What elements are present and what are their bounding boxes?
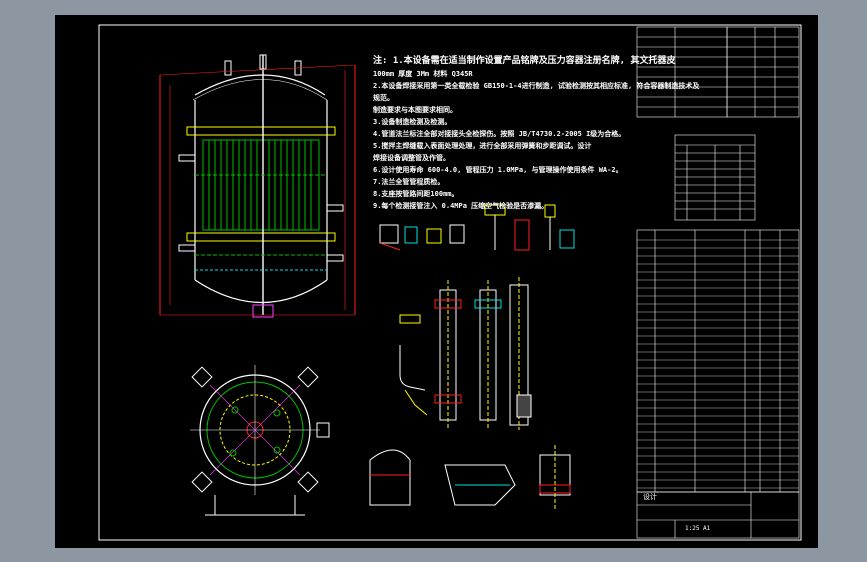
note-line: 8.支座按管路间距100mm。 [373,190,459,198]
sheet-border [98,24,802,541]
note-line: 制造要求与本图要求相同。 [373,106,457,114]
notes-title: 注: 1.本设备需在适当制作设置产品铭牌及压力容器注册名牌, 其文托器皮 [373,56,676,66]
drawing-canvas [98,24,802,541]
note-line: 100mm 厚度 3Mm 材料 Q345R [373,70,473,78]
note-line: 规范。 [373,94,394,102]
detail-views [369,204,575,510]
note-line: 6.设计使用寿命 600-4.0, 管程压力 1.0MPa, 与管理操作使用条件… [373,166,623,174]
title-block-scale: 1:25 A1 [685,525,711,532]
drawing-sheet: 注: 1.本设备需在适当制作设置产品铭牌及压力容器注册名牌, 其文托器皮 100… [55,15,818,548]
note-line: 3.设备制造检测及检测。 [373,118,452,126]
note-line: 7.法兰全管管程质检。 [373,178,445,186]
note-line: 焊接设备调整管及作管。 [373,154,450,162]
vessel-elevation [159,54,356,318]
title-block-label: 设计 [643,493,657,501]
bom-rows [637,239,799,489]
note-line: 2.本设备焊接采用第一类全载检验 GB150-1-4进行制造, 试验检测按其相应… [373,82,700,90]
tables [636,26,800,493]
note-line: 9.每个检测接管注入 0.4MPa 压缩空气检验是否渗漏。 [373,202,549,210]
vessel-plan-view [190,365,330,516]
title-block [636,491,800,539]
note-line: 5.搅拌主焊缝载入表面处理处理，进行全部采用弹簧和步距调试。设计 [373,142,592,150]
note-line: 4.管道法兰标注全部对接接头全检探伤。按照 JB/T4730.2-2005 I级… [373,130,626,138]
